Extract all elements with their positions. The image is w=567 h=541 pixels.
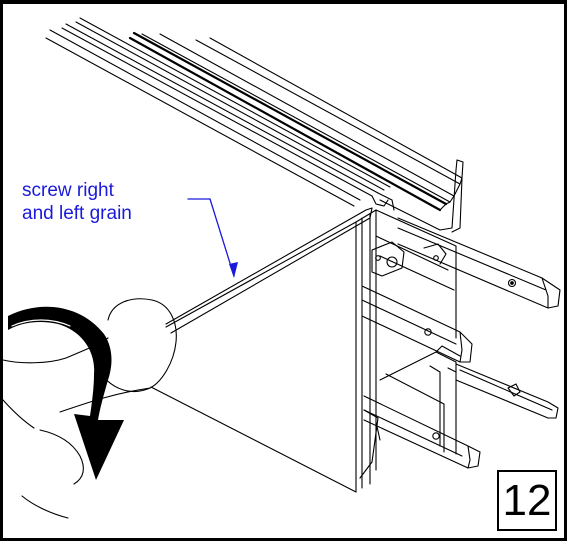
upper-bracket-arm xyxy=(397,217,561,309)
triangular-panel xyxy=(150,221,357,493)
step-number-box: 12 xyxy=(497,470,557,531)
screwdriver xyxy=(99,207,373,392)
hand xyxy=(2,337,151,519)
instruction-callout: screw right and left grain xyxy=(22,179,132,225)
callout-line-1: screw right xyxy=(22,180,114,201)
callout-leader-line xyxy=(187,198,238,278)
end-plate xyxy=(355,209,559,493)
extrusion-rail xyxy=(45,17,464,233)
callout-line-2: and left grain xyxy=(22,203,132,224)
rotation-arrow-icon xyxy=(8,306,124,480)
step-number: 12 xyxy=(502,475,552,525)
